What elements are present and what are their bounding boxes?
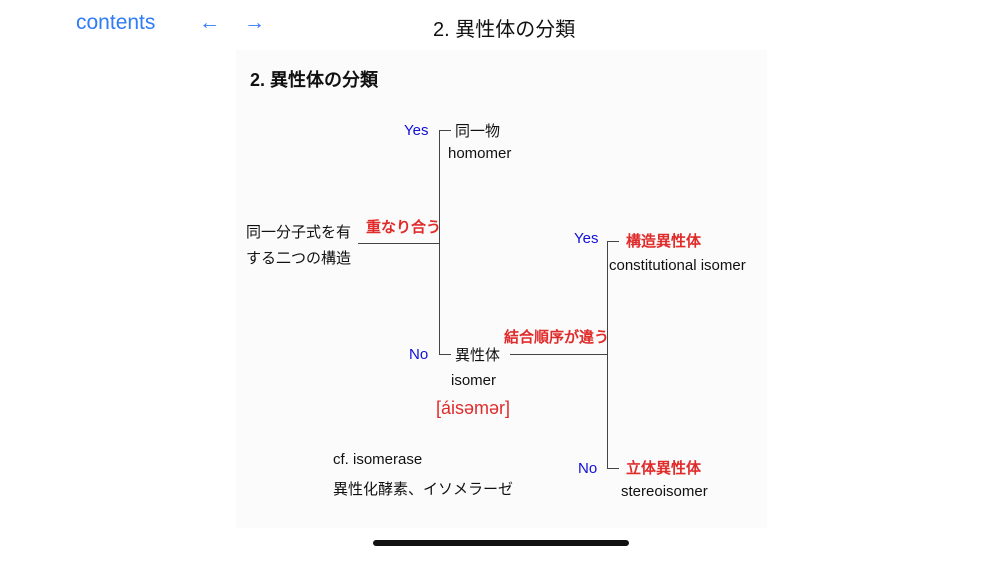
- homomer-en: homomer: [448, 145, 512, 162]
- forward-arrow-icon[interactable]: →: [244, 11, 265, 34]
- stereo-jp: 立体異性体: [626, 460, 702, 477]
- connector: [358, 243, 440, 244]
- root-line-2: する二つの構造: [246, 250, 352, 267]
- isomer-jp: 異性体: [455, 347, 501, 364]
- page-title: 2. 異性体の分類: [433, 19, 576, 41]
- question-overlap: 重なり合う: [366, 219, 442, 236]
- slide-title: 2. 異性体の分類: [250, 70, 379, 90]
- isomer-en: isomer: [451, 372, 497, 389]
- no-label: No: [409, 346, 429, 363]
- connector: [439, 354, 451, 355]
- connector: [510, 354, 608, 355]
- cf-note-jp: 異性化酵素、イソメラーゼ: [333, 481, 514, 498]
- stereo-en: stereoisomer: [621, 483, 708, 500]
- question-bond-order: 結合順序が違う: [504, 329, 610, 346]
- constitutional-jp: 構造異性体: [626, 233, 702, 250]
- connector: [607, 241, 619, 242]
- no-label: No: [578, 460, 598, 477]
- connector: [607, 241, 608, 468]
- yes-label: Yes: [574, 230, 599, 247]
- home-indicator[interactable]: [373, 540, 629, 546]
- slide-image: 2. 異性体の分類 同一分子式を有 する二つの構造 重なり合う Yes 同一物 …: [236, 50, 767, 528]
- yes-label: Yes: [404, 122, 429, 139]
- back-arrow-icon[interactable]: ←: [199, 11, 220, 34]
- cf-note: cf. isomerase: [333, 451, 423, 468]
- contents-link[interactable]: contents: [76, 11, 156, 34]
- connector: [439, 130, 440, 355]
- constitutional-en: constitutional isomer: [609, 257, 746, 274]
- homomer-jp: 同一物: [455, 123, 501, 140]
- connector: [439, 130, 451, 131]
- connector: [607, 468, 619, 469]
- isomer-pronunciation: [áisəmər]: [436, 398, 511, 418]
- root-line-1: 同一分子式を有: [246, 224, 352, 241]
